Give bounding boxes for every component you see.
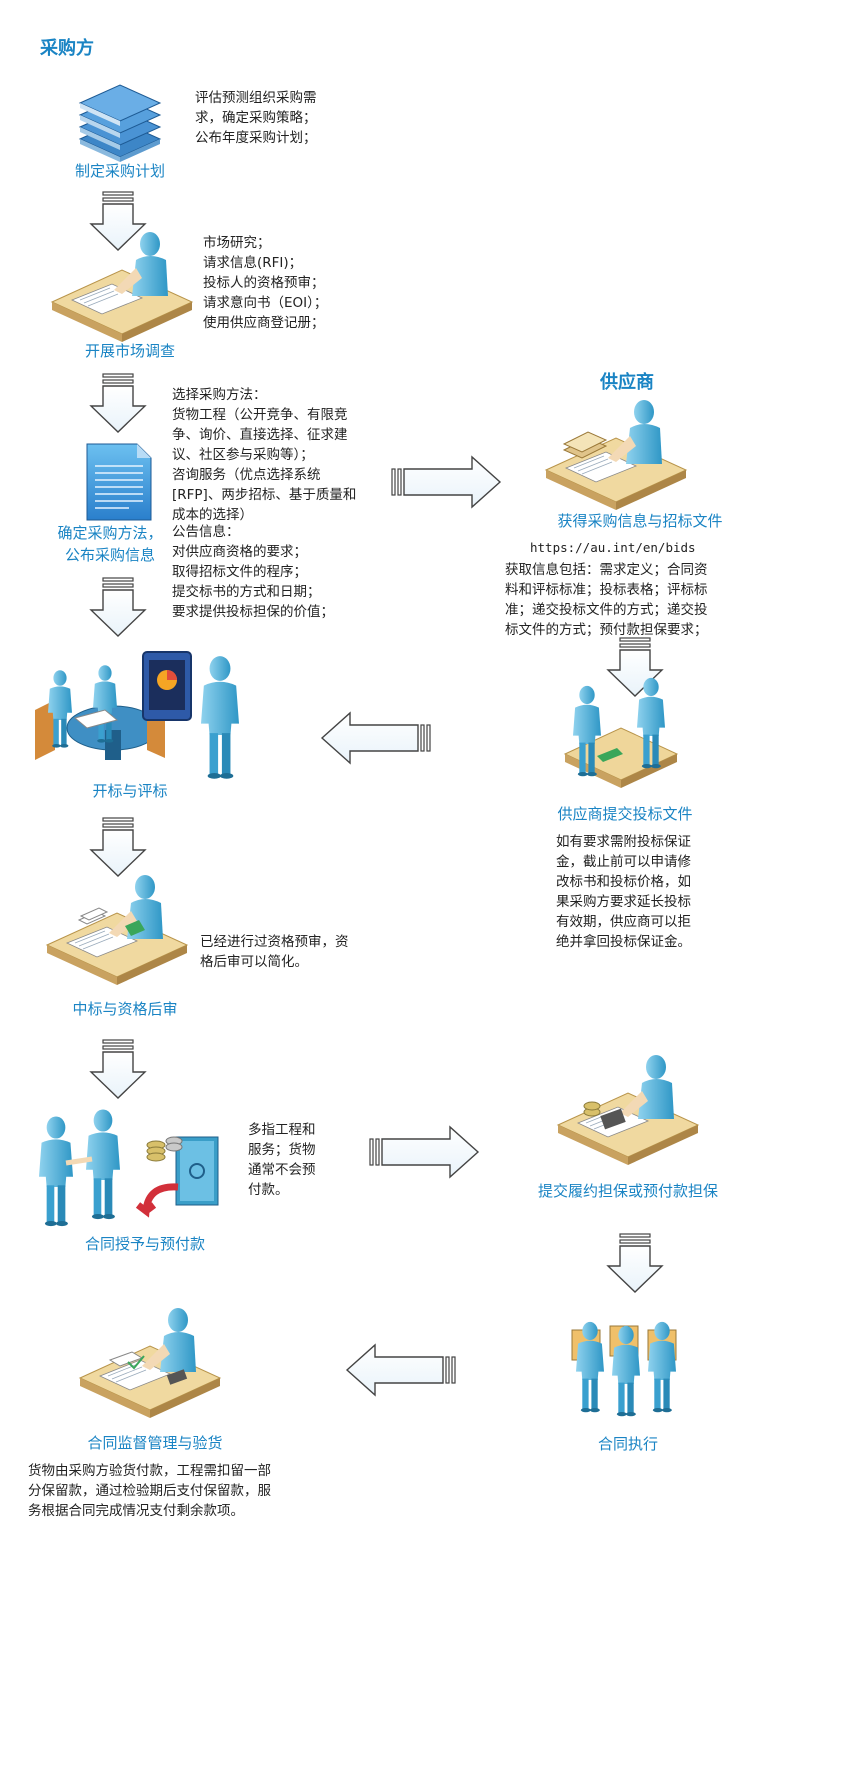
handover-documents-icon (563, 677, 679, 788)
handshake-payment-icon (39, 1109, 219, 1227)
step-supervise-desc: 货物由采购方验货付款，工程需扣留一部分保留款，通过检验期后支付保留款，服务根据合… (28, 1463, 271, 1519)
supplier-header: 供应商 (600, 372, 654, 393)
meeting-evaluation-icon (35, 651, 239, 779)
award-desk-icon (46, 874, 188, 986)
step-contract-desc: 多指工程和服务；货物通常不会预付款。 (248, 1122, 316, 1198)
stacked-books-icon (78, 84, 162, 162)
step-supervise-label: 合同监督管理与验货 (87, 1434, 223, 1452)
supplier-desk-icon (545, 399, 687, 511)
arrow-down-3 (90, 577, 146, 637)
step-award-label: 中标与资格后审 (72, 1000, 178, 1018)
step-obtain-label: 获得采购信息与招标文件 (557, 512, 723, 530)
step-plan-desc: 评估预测组织采购需求，确定采购策略；公布年度采购计划； (195, 90, 317, 146)
step-award-desc: 已经进行过资格预审，资格后审可以简化。 (200, 934, 349, 970)
document-icon (86, 443, 152, 521)
step-submit-label: 供应商提交投标文件 (557, 805, 693, 823)
step-submit-desc: 如有要求需附投标保证金，截止前可以申请修改标书和投标价格，如果采购方要求延长投标… (556, 834, 691, 950)
arrow-down-2 (90, 373, 146, 433)
arrow-right-1 (391, 456, 501, 508)
supervise-desk-icon (79, 1307, 221, 1419)
step-guarantee-label: 提交履约担保或预付款担保 (537, 1182, 718, 1200)
step-method-label: 确定采购方法，公布采购信息 (57, 524, 163, 564)
guarantee-desk-icon (557, 1054, 699, 1166)
step-method-desc1: 选择采购方法：货物工程（公开竞争、有限竞争、询价、直接选择、征求建议、社区参与采… (172, 387, 357, 523)
step-execute-label: 合同执行 (597, 1435, 658, 1453)
step-market-label: 开展市场调查 (84, 342, 175, 360)
buyer-header: 采购方 (40, 38, 94, 59)
arrow-left-1 (321, 712, 431, 764)
arrow-right-2 (369, 1126, 479, 1178)
arrow-down-5 (90, 1039, 146, 1099)
step-open-label: 开标与评标 (92, 782, 168, 800)
team-boxes-icon (571, 1321, 677, 1417)
desk-worker-icon (51, 231, 193, 343)
step-plan-label: 制定采购计划 (74, 162, 165, 180)
arrow-down-supplier-2 (607, 1233, 663, 1293)
step-market-desc: 市场研究；请求信息(RFI)；投标人的资格预审；请求意向书（EOI）；使用供应商… (203, 235, 328, 331)
step-method-desc2: 公告信息：对供应商资格的要求；取得招标文件的程序；提交标书的方式和日期；要求提供… (172, 524, 334, 620)
arrow-down-4 (90, 817, 146, 877)
step-contract-label: 合同授予与预付款 (84, 1235, 205, 1253)
step-obtain-desc: 获取信息包括：需求定义；合同资料和评标标准；投标表格；评标标准；递交投标文件的方… (505, 562, 708, 638)
arrow-left-2 (346, 1344, 456, 1396)
arrow-down-1 (90, 191, 146, 251)
bids-url-link[interactable]: https://au.int/en/bids (530, 540, 696, 555)
